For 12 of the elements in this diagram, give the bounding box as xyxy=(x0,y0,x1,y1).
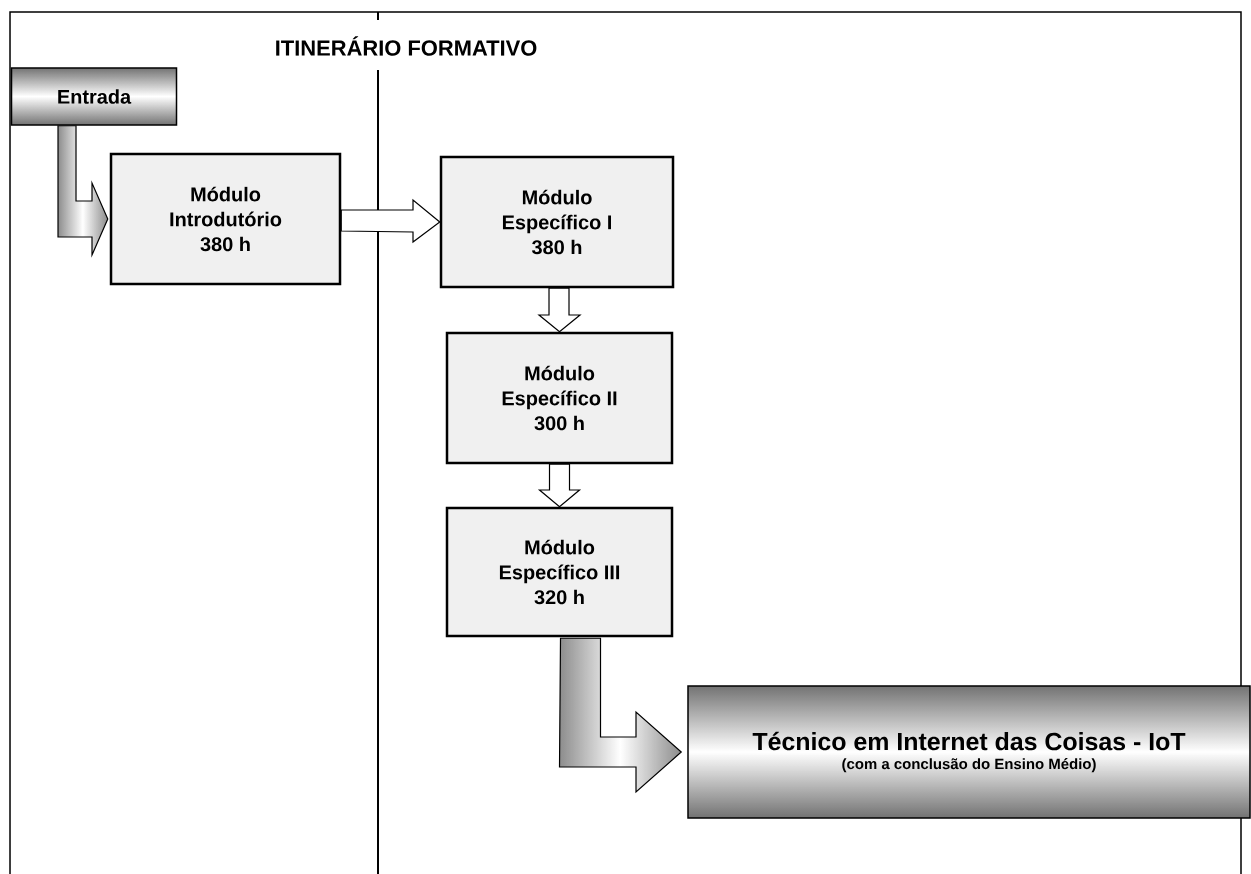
gradient-box: Técnico em Internet das Coisas - IoT (com a conclusão do Ensino Médio) xyxy=(687,685,1251,819)
block-arrow xyxy=(558,637,683,794)
block-arrow xyxy=(537,463,582,508)
gradient-box: Entrada xyxy=(10,67,178,126)
block-arrow xyxy=(57,125,109,258)
module-box: Módulo Específico II 300 h xyxy=(445,331,674,465)
title: ITINERÁRIO FORMATIVO xyxy=(276,36,537,56)
block-arrow xyxy=(537,287,582,333)
module-box: Módulo Introdutório 380 h xyxy=(109,152,342,286)
block-arrow xyxy=(340,198,441,244)
module-box: Módulo Específico I 380 h xyxy=(439,155,675,289)
module-box: Módulo Específico III 320 h xyxy=(445,506,674,638)
